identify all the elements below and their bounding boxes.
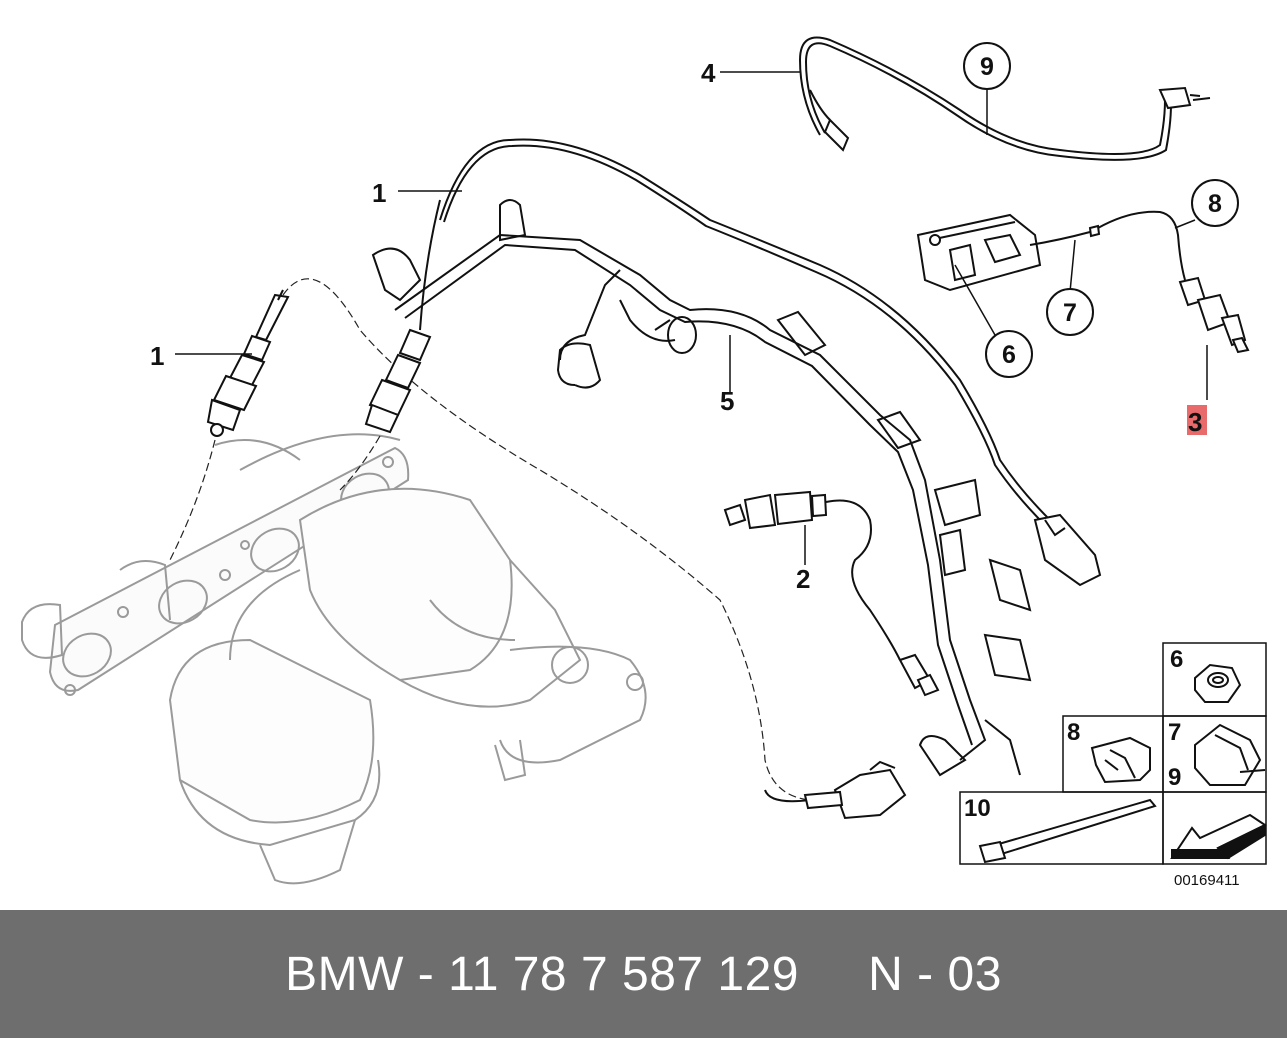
callout-1-left: 1 (150, 341, 164, 371)
wire-harness (371, 138, 1102, 777)
dashed-leaders (169, 278, 831, 802)
legend-label-10: 10 (964, 795, 991, 822)
clip-8-icon (1090, 736, 1151, 784)
oxygen-sensor-center (364, 199, 441, 434)
callout-circle-7: 7 (1046, 288, 1094, 336)
legend-label-8: 8 (1067, 719, 1080, 746)
part-number-text: BMW - 11 78 7 587 129 N - 03 (285, 947, 1002, 1001)
arrow-icon (1170, 813, 1268, 860)
clip-7-9-icon (1194, 723, 1266, 786)
callout-circle-9: 9 (963, 42, 1011, 90)
legend-label-6: 6 (1170, 646, 1183, 673)
svg-text:9: 9 (980, 53, 994, 81)
footer-bar: BMW - 11 78 7 587 129 N - 03 (0, 910, 1287, 1038)
callout-3[interactable]: 3 (1188, 407, 1202, 437)
callout-4: 4 (701, 58, 716, 88)
exhaust-manifold-drawing (21, 433, 647, 885)
oxygen-sensor-left (206, 289, 290, 437)
nox-sensor-cable (798, 36, 1211, 161)
svg-text:8: 8 (1208, 190, 1222, 218)
cable-tie-icon (978, 798, 1157, 864)
callout-2: 2 (796, 564, 810, 594)
callout-leaders (175, 71, 1208, 565)
nut-icon (1194, 663, 1242, 703)
legend-label-9: 9 (1168, 764, 1181, 791)
oxygen-sensor-2 (723, 490, 940, 820)
exhaust-sensor-3 (1097, 210, 1250, 354)
callout-circle-8: 8 (1191, 179, 1239, 227)
diagram-reference-number: 00169411 (1174, 872, 1240, 889)
callout-1-upper: 1 (372, 178, 386, 208)
nox-control-unit (916, 213, 1101, 292)
parts-diagram: 1 1 4 5 2 3 9 8 7 6 (21, 36, 1268, 889)
svg-text:6: 6 (1002, 341, 1016, 369)
callout-3-highlight (1187, 405, 1207, 435)
callout-circle-6: 6 (985, 330, 1033, 378)
svg-text:7: 7 (1063, 299, 1077, 327)
legend-label-7: 7 (1168, 719, 1181, 746)
callout-5: 5 (720, 386, 734, 416)
